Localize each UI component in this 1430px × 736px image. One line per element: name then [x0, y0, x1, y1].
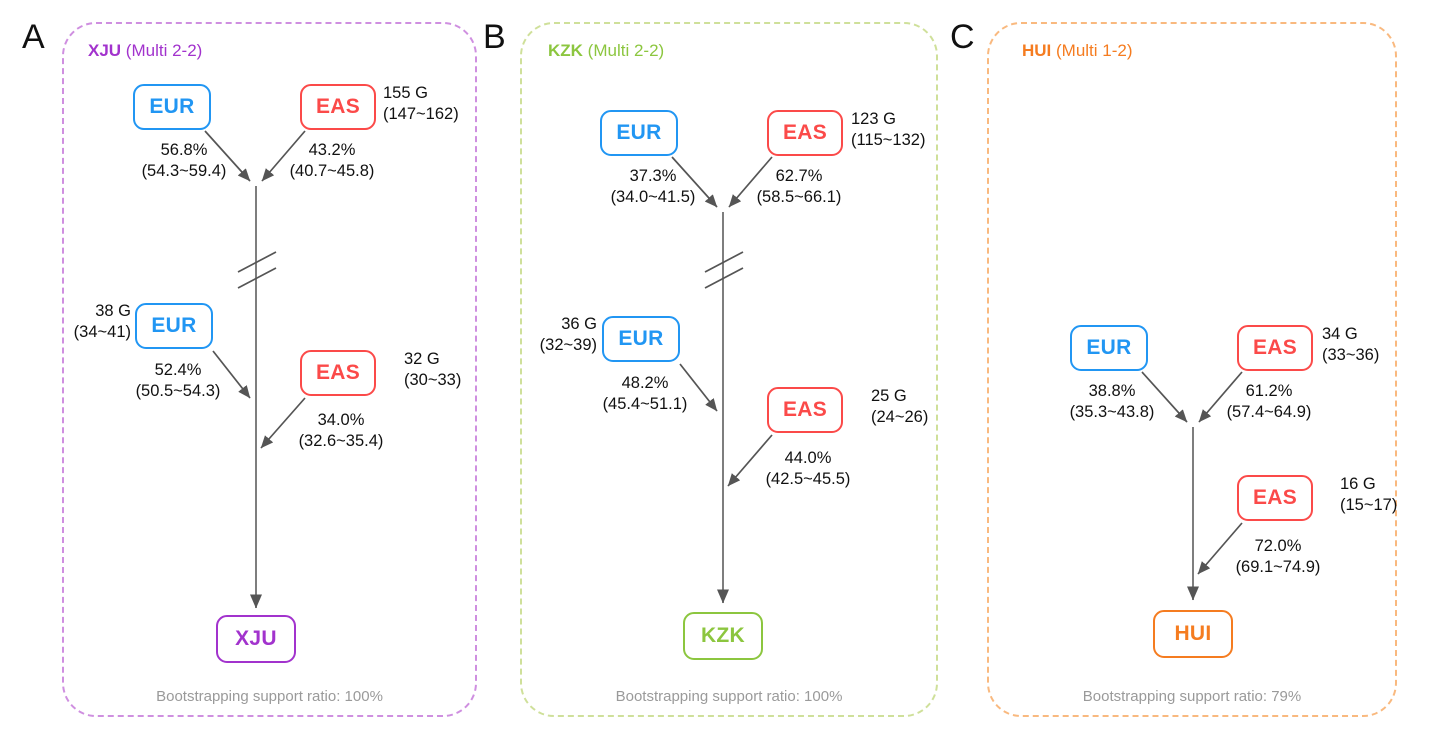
- panel-a-frame: [62, 22, 477, 717]
- panel-b-ann-eur-mid-generations-l1: 36 G: [561, 315, 597, 333]
- panel-a-ann-eas-top-generations-l2: (147~162): [383, 105, 459, 124]
- panel-a-title-code: XJU: [88, 41, 122, 60]
- panel-a-title: XJU (Multi 2-2): [88, 41, 202, 61]
- panel-b-ann-eas-mid-generations-l1: 25 G: [871, 387, 907, 405]
- panel-a-ann-eas-mid-proportion: 34.0% (32.6~35.4): [285, 410, 397, 452]
- panel-c-ann-eur-top-proportion-l1: 38.8%: [1088, 382, 1136, 400]
- panel-c-ann-eur-top-proportion: 38.8% (35.3~43.8): [1058, 381, 1166, 423]
- panel-b-ann-eas-mid-generations: 25 G (24~26): [871, 386, 928, 428]
- panel-a-ann-eur-mid-proportion: 52.4% (50.5~54.3): [123, 360, 233, 402]
- panel-a-ann-eur-top-proportion-l2: (54.3~59.4): [141, 162, 227, 181]
- panel-b-ann-eas-mid-proportion: 44.0% (42.5~45.5): [752, 448, 864, 490]
- panel-b-ann-eur-top-proportion: 37.3% (34.0~41.5): [600, 166, 706, 208]
- panel-b-ann-eas-top-proportion-l1: 62.7%: [775, 167, 823, 185]
- panel-a-ann-eas-top-generations-l1: 155 G: [383, 84, 428, 102]
- panel-c-frame: [987, 22, 1397, 717]
- panel-c-ann-eas-mid-generations-l1: 16 G: [1340, 475, 1376, 493]
- panel-a-ann-eas-top-proportion-l1: 43.2%: [308, 141, 356, 159]
- panel-b-title-subtitle: (Multi 2-2): [582, 41, 665, 60]
- panel-b-node-terminal-kzk[interactable]: KZK: [683, 612, 763, 660]
- panel-a-node-eur-mid[interactable]: EUR: [135, 303, 213, 349]
- panel-c-ann-eas-top-generations-l1: 34 G: [1322, 325, 1358, 343]
- panel-b-ann-eur-mid-proportion-l2: (45.4~51.1): [602, 395, 688, 414]
- panel-c-node-eas-top[interactable]: EAS: [1237, 325, 1313, 371]
- panel-c-ann-eas-top-proportion: 61.2% (57.4~64.9): [1215, 381, 1323, 423]
- panel-c-ann-eas-top-generations: 34 G (33~36): [1322, 324, 1379, 366]
- panel-b-ann-eur-top-proportion-l1: 37.3%: [629, 167, 677, 185]
- panel-b-node-eur-top[interactable]: EUR: [600, 110, 678, 156]
- panel-a-ann-eur-mid-proportion-l1: 52.4%: [154, 361, 202, 379]
- panel-b-ann-eas-top-generations: 123 G (115~132): [851, 109, 925, 151]
- panel-b-footer: Bootstrapping support ratio: 100%: [615, 688, 843, 705]
- panel-c-node-terminal-hui[interactable]: HUI: [1153, 610, 1233, 658]
- panel-a-ann-eas-mid-generations-l2: (30~33): [404, 371, 462, 390]
- panel-b-ann-eur-mid-proportion-l1: 48.2%: [621, 374, 669, 392]
- panel-c-ann-eur-top-proportion-l2: (35.3~43.8): [1069, 403, 1155, 422]
- panel-a-node-eas-top[interactable]: EAS: [300, 84, 376, 130]
- panel-a-ann-eur-top-proportion: 56.8% (54.3~59.4): [133, 140, 235, 182]
- panel-b-title-code: KZK: [548, 41, 583, 60]
- panel-b-ann-eas-mid-proportion-l1: 44.0%: [784, 449, 832, 467]
- panel-b-letter: B: [483, 18, 506, 56]
- panel-c-node-eas-mid[interactable]: EAS: [1237, 475, 1313, 521]
- panel-c-node-eur-top[interactable]: EUR: [1070, 325, 1148, 371]
- panel-b-frame: [520, 22, 938, 717]
- panel-a-title-subtitle: (Multi 2-2): [121, 41, 203, 60]
- panel-c-ann-eas-mid-proportion-l1: 72.0%: [1254, 537, 1302, 555]
- panel-c-footer: Bootstrapping support ratio: 79%: [1082, 688, 1302, 705]
- panel-a-ann-eas-top-proportion-l2: (40.7~45.8): [289, 162, 375, 181]
- panel-b-ann-eas-mid-proportion-l2: (42.5~45.5): [765, 470, 851, 489]
- panel-b-ann-eas-mid-generations-l2: (24~26): [871, 408, 929, 427]
- panel-b-node-eas-top[interactable]: EAS: [767, 110, 843, 156]
- panel-c-title-code: HUI: [1022, 41, 1052, 60]
- panel-a-ann-eur-top-proportion-l1: 56.8%: [160, 141, 208, 159]
- panel-c-letter: C: [950, 18, 975, 56]
- panel-b-ann-eas-top-generations-l2: (115~132): [851, 131, 926, 150]
- panel-a-node-eur-top[interactable]: EUR: [133, 84, 211, 130]
- panel-c-ann-eas-top-generations-l2: (33~36): [1322, 346, 1380, 365]
- panel-c-ann-eas-top-proportion-l2: (57.4~64.9): [1226, 403, 1312, 422]
- panel-c-ann-eas-mid-generations-l2: (15~17): [1340, 496, 1398, 515]
- panel-c-ann-eas-mid-proportion: 72.0% (69.1~74.9): [1222, 536, 1334, 578]
- panel-a-ann-eas-mid-generations-l1: 32 G: [404, 350, 440, 368]
- panel-b-ann-eas-top-generations-l1: 123 G: [851, 110, 896, 128]
- panel-c-title-subtitle: (Multi 1-2): [1051, 41, 1133, 60]
- panel-b-ann-eas-top-proportion-l2: (58.5~66.1): [756, 188, 842, 207]
- panel-a-ann-eur-mid-generations-l1: 38 G: [95, 302, 131, 320]
- panel-a-ann-eur-mid-proportion-l2: (50.5~54.3): [135, 382, 221, 401]
- panel-a-ann-eas-mid-proportion-l1: 34.0%: [317, 411, 365, 429]
- panel-a-node-eas-mid[interactable]: EAS: [300, 350, 376, 396]
- panel-a-ann-eas-mid-proportion-l2: (32.6~35.4): [298, 432, 384, 451]
- panel-a-ann-eur-mid-generations: 38 G (34~41): [55, 301, 131, 343]
- panel-a-footer: Bootstrapping support ratio: 100%: [156, 688, 383, 705]
- panel-a-ann-eas-mid-generations: 32 G (30~33): [404, 349, 461, 391]
- panel-b-ann-eur-mid-generations-l2: (32~39): [539, 336, 597, 355]
- panel-b-ann-eur-top-proportion-l2: (34.0~41.5): [610, 188, 696, 207]
- panel-a-letter: A: [22, 18, 45, 56]
- panel-c-title: HUI (Multi 1-2): [1022, 41, 1133, 61]
- panel-b-ann-eur-mid-proportion: 48.2% (45.4~51.1): [590, 373, 700, 415]
- panel-b-ann-eur-mid-generations: 36 G (32~39): [521, 314, 597, 356]
- panel-b-title: KZK (Multi 2-2): [548, 41, 664, 61]
- panel-c-ann-eas-mid-generations: 16 G (15~17): [1340, 474, 1397, 516]
- panel-b-node-eur-mid[interactable]: EUR: [602, 316, 680, 362]
- panel-a-ann-eas-top-proportion: 43.2% (40.7~45.8): [278, 140, 386, 182]
- panel-a-ann-eur-mid-generations-l2: (34~41): [73, 323, 131, 342]
- panel-b-ann-eas-top-proportion: 62.7% (58.5~66.1): [745, 166, 853, 208]
- panel-c-ann-eas-top-proportion-l1: 61.2%: [1245, 382, 1293, 400]
- panel-a-node-terminal-xju[interactable]: XJU: [216, 615, 296, 663]
- panel-a-ann-eas-top-generations: 155 G (147~162): [383, 83, 459, 125]
- panel-c-ann-eas-mid-proportion-l2: (69.1~74.9): [1235, 558, 1321, 577]
- panel-b-node-eas-mid[interactable]: EAS: [767, 387, 843, 433]
